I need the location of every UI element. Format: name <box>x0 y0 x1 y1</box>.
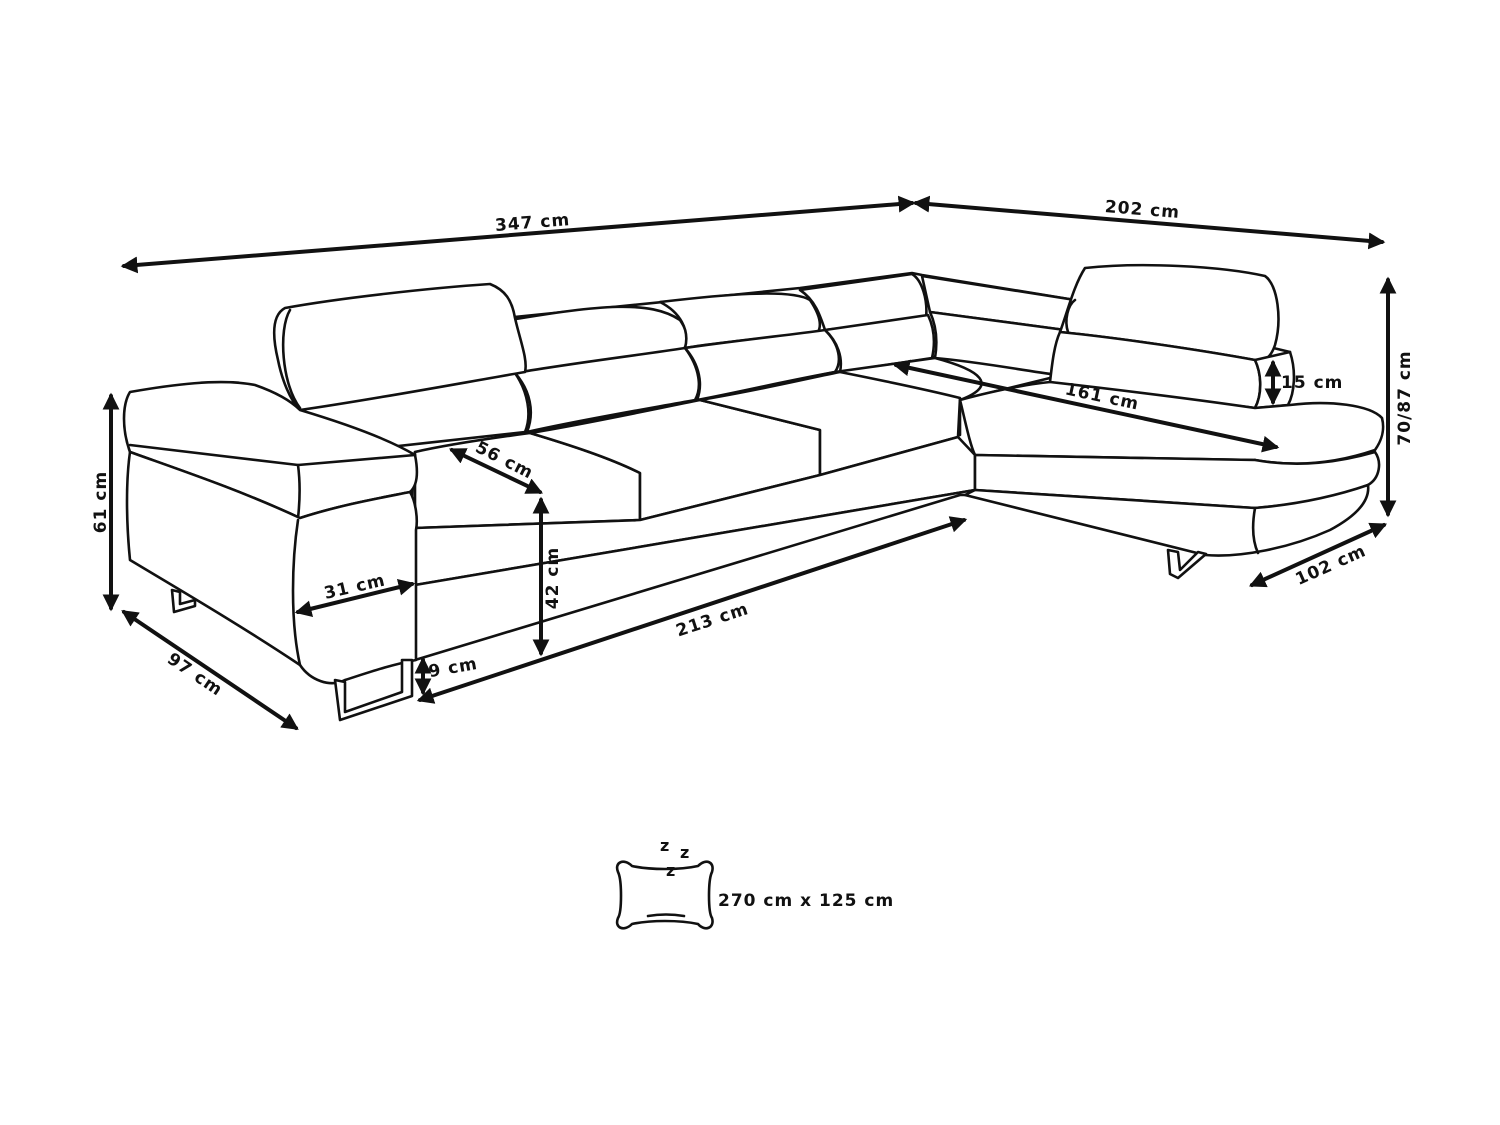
sleeping-area: z z z 270 cm x 125 cm <box>615 836 894 930</box>
dim-arrow-seat-depth <box>448 448 544 494</box>
sleep-z-2: z <box>680 843 689 862</box>
label-seat-height: 42 cm <box>543 547 563 609</box>
sleeping-area-size: 270 cm x 125 cm <box>718 891 894 911</box>
leg <box>1166 548 1208 580</box>
label-seat-length: 213 cm <box>674 599 752 641</box>
left-headrest <box>272 282 527 412</box>
dimension-arrows <box>102 195 1397 730</box>
left-armrest-side <box>125 450 419 685</box>
dim-arrow-seat-length <box>416 516 968 704</box>
label-height-right: 70/87 cm <box>1395 350 1415 445</box>
sleep-z-1: z <box>660 836 669 855</box>
pillow-sleep-icon <box>615 860 714 930</box>
dim-arrow-chaise-seat-length <box>892 359 1280 453</box>
sofa-outline <box>122 263 1385 722</box>
dim-arrow-armrest-width <box>294 579 416 617</box>
dim-arrow-chaise-width <box>912 195 1386 250</box>
leg <box>333 658 414 722</box>
dim-arrow-total-width <box>120 195 916 274</box>
dim-arrow-depth-right <box>1248 522 1388 588</box>
label-leg-height: 9 cm <box>427 654 479 682</box>
label-height-left: 61 cm <box>91 471 111 533</box>
label-headrest-adjust: 15 cm <box>1281 373 1343 393</box>
sleep-z-3: z <box>666 861 675 880</box>
dim-arrow-depth-left <box>121 610 299 730</box>
